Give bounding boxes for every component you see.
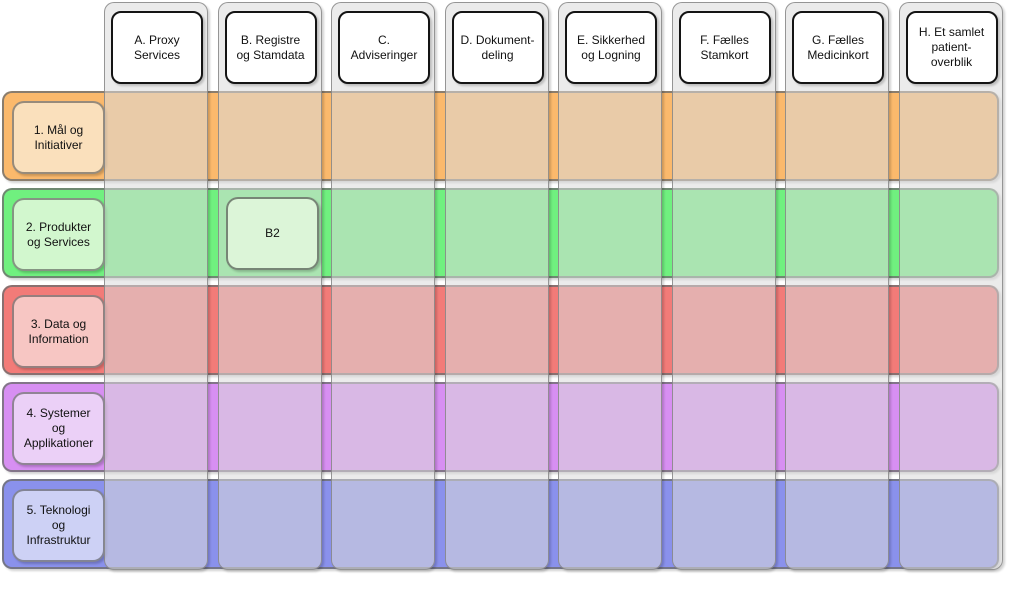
row-label-text: 5. Teknologi og Infrastruktur [26, 503, 91, 547]
column-band-faelles-stamkort[interactable]: F. Fælles Stamkort [671, 2, 776, 570]
column-band-dokumentdeling[interactable]: D. Dokument- deling [444, 2, 549, 570]
column-band-faelles-medicinkort[interactable]: G. Fælles Medicinkort [785, 2, 889, 570]
row-label-text: 3. Data og Information [28, 316, 89, 346]
column-band-sikkerhed-og-logning[interactable]: E. Sikkerhed og Logning [558, 2, 662, 570]
column-header-text: C. Adviseringer [350, 32, 418, 62]
column-header-text: G. Fælles Medicinkort [807, 32, 869, 62]
cell-b2-text: B2 [265, 226, 280, 240]
row-label-systemer-og-applikationer[interactable]: 4. Systemer og Applikationer [12, 392, 105, 465]
row-label-data-og-information[interactable]: 3. Data og Information [12, 295, 105, 368]
row-label-text: 2. Produkter og Services [25, 219, 92, 249]
column-header-text: A. Proxy Services [133, 32, 180, 62]
column-header-adviseringer[interactable]: C. Adviseringer [338, 11, 430, 84]
row-label-maal-og-initiativer[interactable]: 1. Mål og Initiativer [12, 101, 105, 174]
row-label-text: 4. Systemer og Applikationer [23, 406, 94, 450]
column-header-registre-og-stamdata[interactable]: B. Registre og Stamdata [224, 11, 317, 84]
column-header-et-samlet-patientoverblik[interactable]: H. Et samlet patient- overblik [905, 11, 998, 84]
cell-b2[interactable]: B2 [226, 197, 319, 270]
column-header-text: F. Fælles Stamkort [700, 32, 749, 62]
column-header-dokumentdeling[interactable]: D. Dokument- deling [451, 11, 544, 84]
column-band-registre-og-stamdata[interactable]: B. Registre og Stamdata [217, 2, 322, 570]
column-header-faelles-medicinkort[interactable]: G. Fælles Medicinkort [792, 11, 884, 84]
column-band-adviseringer[interactable]: C. Adviseringer [331, 2, 435, 570]
column-header-text: B. Registre og Stamdata [236, 32, 305, 62]
column-header-sikkerhed-og-logning[interactable]: E. Sikkerhed og Logning [565, 11, 657, 84]
column-header-text: H. Et samlet patient- overblik [918, 25, 985, 69]
row-label-text: 1. Mål og Initiativer [33, 122, 84, 152]
column-band-proxy-services[interactable]: A. Proxy Services [104, 2, 208, 570]
row-label-produkter-og-services[interactable]: 2. Produkter og Services [12, 198, 105, 271]
column-header-proxy-services[interactable]: A. Proxy Services [111, 11, 203, 84]
row-label-teknologi-og-infrastruktur[interactable]: 5. Teknologi og Infrastruktur [12, 489, 105, 562]
column-header-text: D. Dokument- deling [460, 32, 535, 62]
column-header-faelles-stamkort[interactable]: F. Fælles Stamkort [678, 11, 771, 84]
column-band-et-samlet-patientoverblik[interactable]: H. Et samlet patient- overblik [898, 2, 1003, 570]
column-header-text: E. Sikkerhed og Logning [576, 32, 646, 62]
